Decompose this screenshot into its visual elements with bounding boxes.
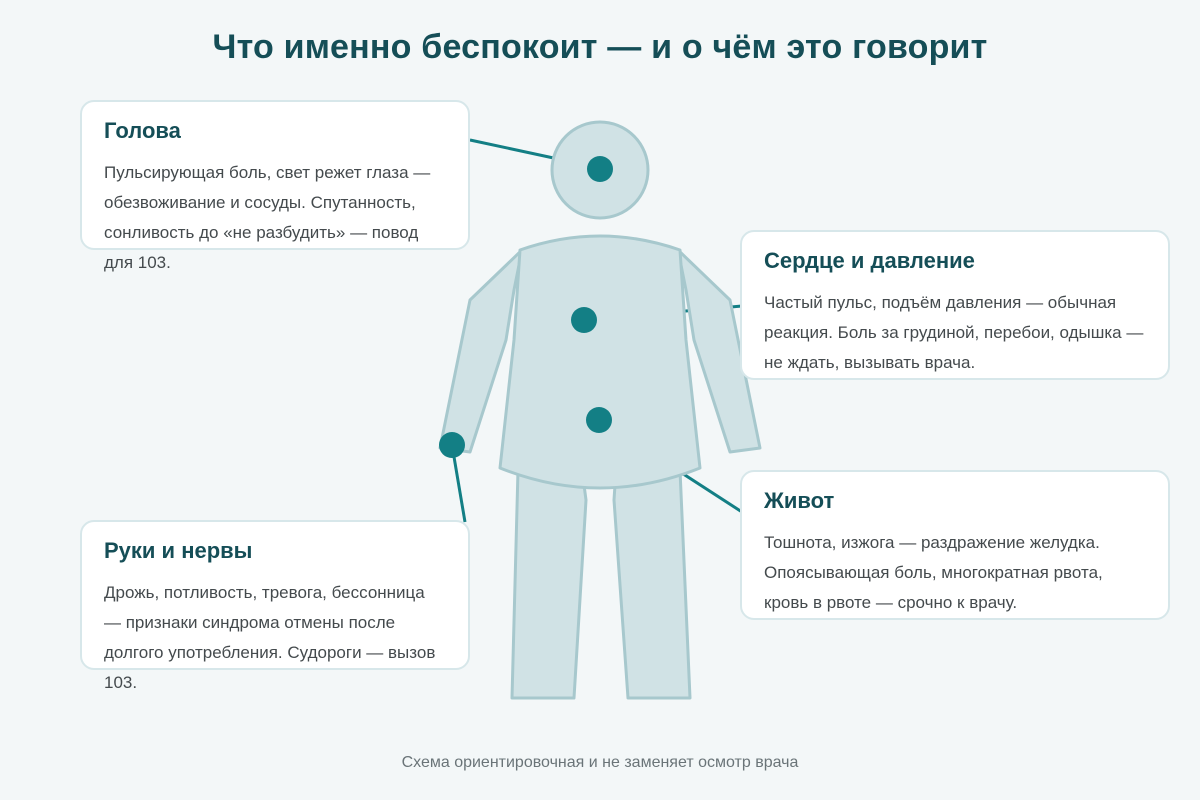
zone-description: Дрожь, потливость, тревога, бессонница —… [104, 583, 436, 692]
zone-card-head: Голова Пульсирующая боль, свет режет гла… [80, 100, 470, 272]
zone-card-heart: Сердце и давление Частый пульс, подъём д… [740, 230, 1170, 380]
zone-card-arms: Руки и нервы Дрожь, потливость, тревога,… [80, 520, 470, 692]
zone-title: Руки и нервы [104, 538, 253, 563]
zone-title: Живот [764, 488, 835, 513]
arm-marker [439, 432, 465, 458]
right-arm [676, 248, 762, 454]
right-leg [612, 468, 692, 700]
connector-arms [450, 444, 467, 523]
torso [498, 234, 702, 490]
zone-description: Тошнота, изжога — раздражение желудка. О… [764, 533, 1103, 612]
zone-card-belly: Живот Тошнота, изжога — раздражение желу… [740, 470, 1170, 620]
zone-title: Голова [104, 118, 181, 143]
zone-title: Сердце и давление [764, 248, 975, 273]
belly-marker [586, 407, 612, 433]
head-marker [587, 156, 613, 182]
heart-marker [571, 307, 597, 333]
page-title: Что именно беспокоит — и о чём это говор… [212, 28, 988, 66]
zone-description: Пульсирующая боль, свет режет глаза — об… [104, 163, 431, 272]
left-arm [438, 248, 524, 454]
left-leg [510, 468, 588, 700]
zone-description: Частый пульс, подъём давления — обычная … [764, 293, 1144, 372]
footnote: Схема ориентировочная и не заменяет осмо… [401, 754, 799, 771]
